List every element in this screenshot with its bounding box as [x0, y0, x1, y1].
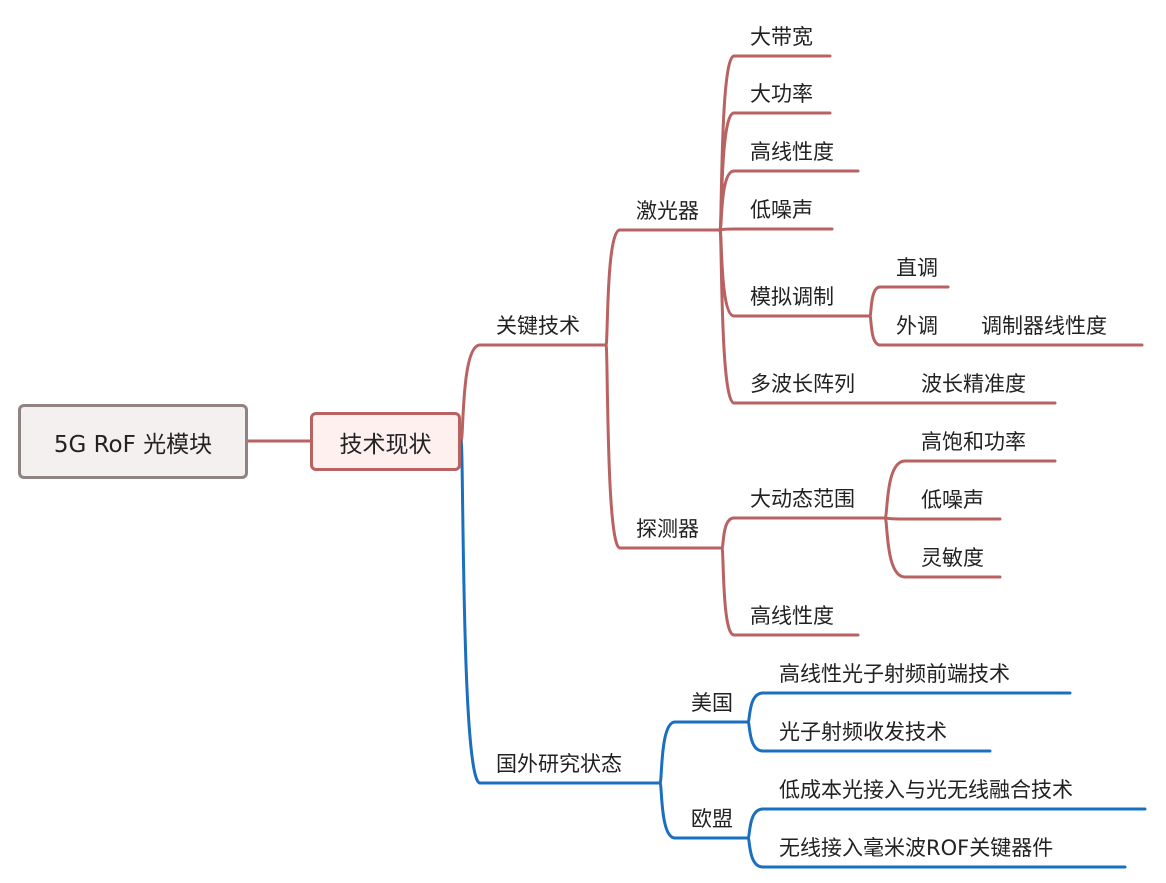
laser-connector [604, 228, 622, 347]
topic-l1[interactable]: 大带宽 [750, 25, 813, 49]
topic-us[interactable]: 美国 [691, 691, 733, 715]
topic-eu[interactable]: 欧盟 [691, 807, 733, 831]
topic-key-tech[interactable]: 关键技术 [496, 314, 580, 338]
d1c-connector [883, 516, 907, 579]
topic-us1[interactable]: 高线性光子射频前端技术 [779, 662, 1010, 686]
topic-d1a[interactable]: 高饱和功率 [921, 430, 1026, 454]
main-topic-label: 技术现状 [339, 431, 432, 458]
topic-detector[interactable]: 探测器 [636, 517, 699, 541]
topic-l5[interactable]: 模拟调制 [750, 285, 834, 309]
topic-l3[interactable]: 高线性度 [750, 140, 834, 164]
topic-l5a[interactable]: 直调 [896, 256, 938, 280]
l6-connector [718, 228, 736, 405]
topic-l6a[interactable]: 波长精准度 [921, 372, 1026, 396]
us2-connector [746, 720, 765, 753]
d1b-connector [883, 516, 907, 521]
topic-l4[interactable]: 低噪声 [750, 198, 813, 222]
topic-d2[interactable]: 高线性度 [750, 604, 834, 628]
topic-l5b[interactable]: 外调 [896, 314, 938, 338]
topic-us2[interactable]: 光子射频收发技术 [779, 720, 947, 744]
abroad-connector [459, 439, 482, 785]
detector-connector [604, 343, 622, 550]
us1-connector [746, 691, 765, 724]
l4-connector [718, 227, 736, 232]
l5b-connector [868, 314, 882, 347]
topic-l6[interactable]: 多波长阵列 [750, 372, 855, 396]
root-topic[interactable]: 5G RoF 光模块 [18, 404, 248, 479]
topic-l2[interactable]: 大功率 [750, 82, 813, 106]
topic-eu2[interactable]: 无线接入毫米波ROF关键器件 [779, 836, 1054, 860]
d2-connector [720, 546, 736, 637]
topic-d1c[interactable]: 灵敏度 [921, 546, 984, 570]
topic-eu1[interactable]: 低成本光接入与光无线融合技术 [779, 778, 1073, 802]
d1-connector [720, 516, 736, 550]
eu1-connector [746, 807, 765, 840]
topic-d1[interactable]: 大动态范围 [750, 487, 855, 511]
topic-laser[interactable]: 激光器 [636, 199, 699, 223]
topic-l5b1[interactable]: 调制器线性度 [981, 314, 1107, 338]
l3-connector [718, 169, 736, 232]
eu2-connector [746, 836, 765, 869]
eu-connector [658, 781, 677, 840]
main-topic[interactable]: 技术现状 [310, 412, 461, 471]
root-topic-label: 5G RoF 光模块 [53, 431, 213, 458]
key_tech-connector [459, 343, 482, 443]
topic-d1b[interactable]: 低噪声 [921, 488, 984, 512]
topic-abroad[interactable]: 国外研究状态 [496, 752, 622, 776]
us-connector [658, 720, 677, 785]
l5a-connector [868, 285, 882, 318]
d1a-connector [883, 459, 907, 520]
